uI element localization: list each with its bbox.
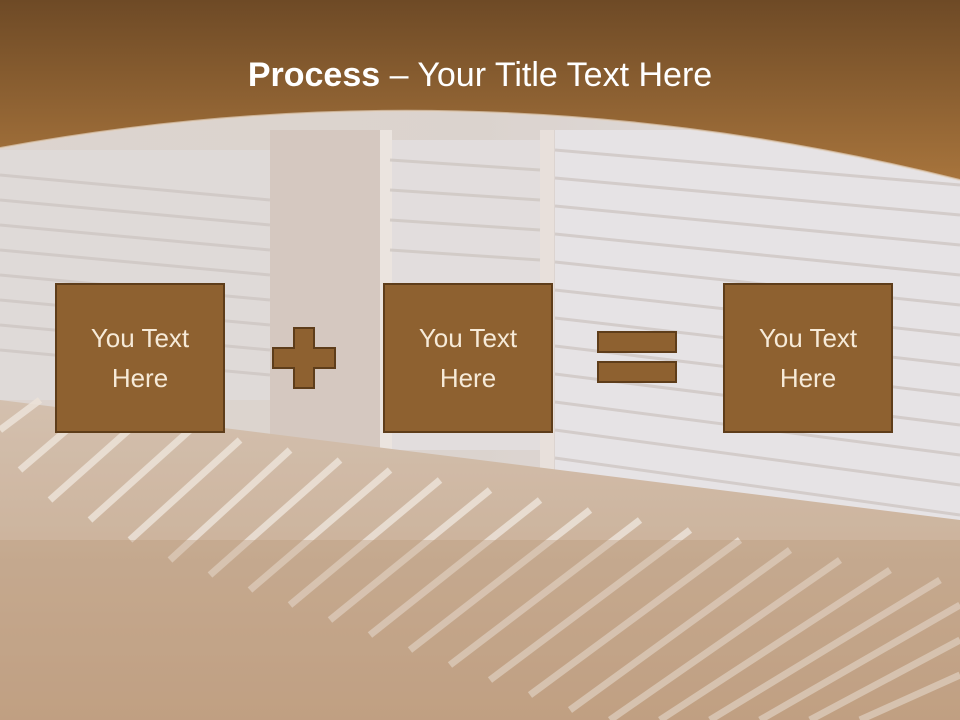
text-box-3-label: You Text Here [758,323,858,393]
equals-icon [597,331,677,383]
slide-title: Process – Your Title Text Here [0,52,960,98]
text-box-1[interactable]: You Text Here [55,283,225,433]
header-banner [0,0,960,181]
title-text: Your Title Text Here [417,56,713,94]
text-box-1-label: You Text Here [90,323,190,393]
title-separator: – [380,56,418,94]
plus-icon [272,327,336,389]
title-bold-text: Process [247,56,381,94]
text-box-3[interactable]: You Text Here [723,283,893,433]
text-box-2-label: You Text Here [418,323,518,393]
text-box-2[interactable]: You Text Here [383,283,553,433]
